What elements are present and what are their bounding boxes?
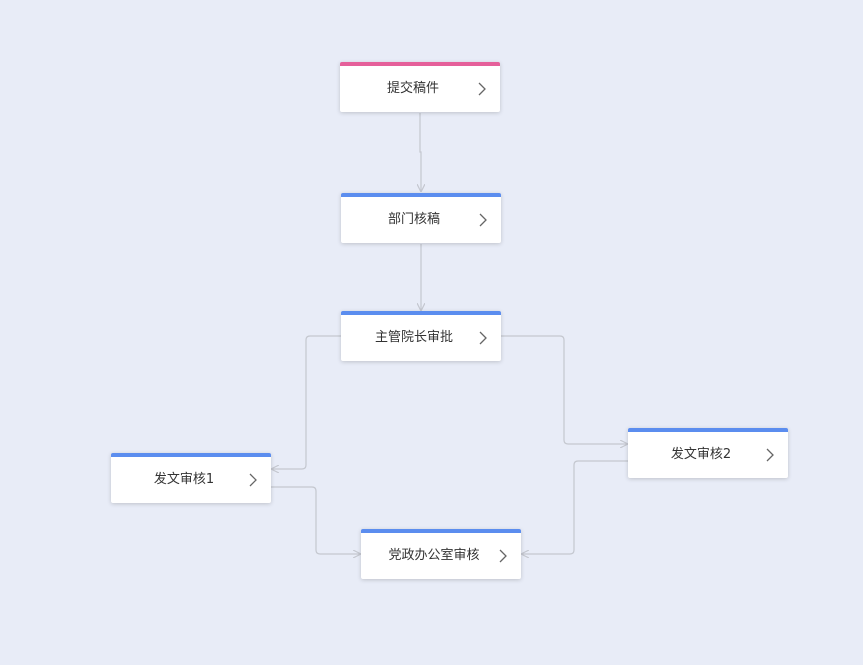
chevron-right-icon[interactable] xyxy=(495,548,511,564)
edge-n1-n2 xyxy=(420,113,421,191)
chevron-right-icon[interactable] xyxy=(245,472,261,488)
node-dispatch-review-2[interactable]: 发文审核2 xyxy=(628,428,788,478)
node-party-office-review[interactable]: 党政办公室审核 xyxy=(361,529,521,579)
edge-n3-n5 xyxy=(501,335,627,444)
node-label: 主管院长审批 xyxy=(374,330,453,345)
node-dispatch-review-1[interactable]: 发文审核1 xyxy=(111,453,271,503)
node-label: 部门核稿 xyxy=(387,212,440,227)
edge-n4-n6 xyxy=(271,486,360,554)
node-label: 党政办公室审核 xyxy=(388,548,480,563)
chevron-right-icon[interactable] xyxy=(475,330,491,346)
node-label: 提交稿件 xyxy=(386,81,439,96)
chevron-right-icon[interactable] xyxy=(762,447,778,463)
node-dean-approval[interactable]: 主管院长审批 xyxy=(341,311,501,361)
node-label: 发文审核2 xyxy=(670,447,732,462)
chevron-right-icon[interactable] xyxy=(475,212,491,228)
edge-n5-n6 xyxy=(522,460,628,554)
node-submit-draft[interactable]: 提交稿件 xyxy=(340,62,500,112)
chevron-right-icon[interactable] xyxy=(474,81,490,97)
node-department-review[interactable]: 部门核稿 xyxy=(341,193,501,243)
node-label: 发文审核1 xyxy=(153,472,215,487)
edge-n3-n4 xyxy=(272,335,341,469)
